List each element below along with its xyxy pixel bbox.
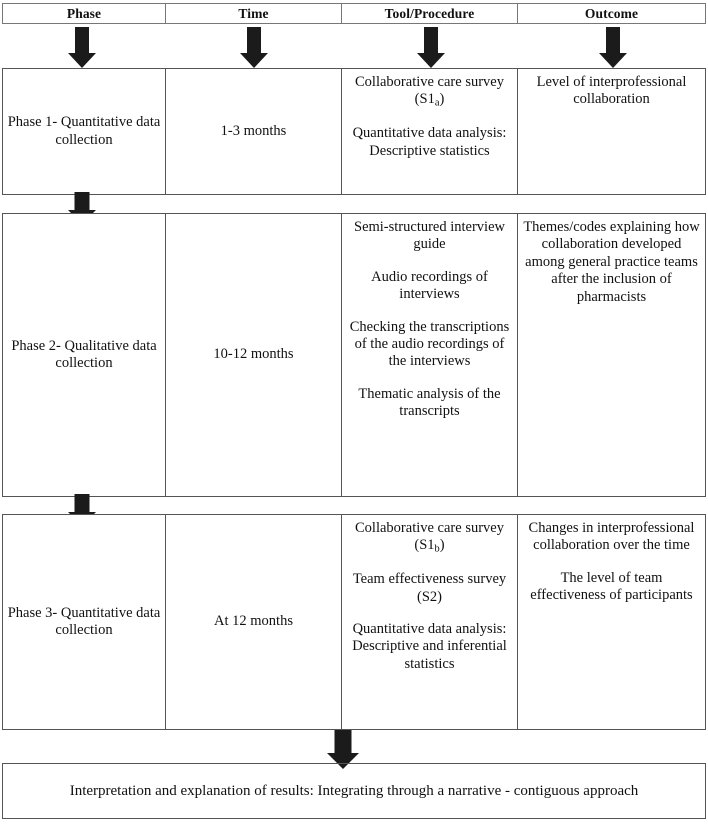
arrow-shaft (74, 494, 90, 512)
phase-3-time: At 12 months (214, 613, 293, 630)
arrow-shaft (75, 27, 89, 53)
phase-3-tool-item-1: Collaborative care survey (S1b) (346, 520, 513, 556)
arrow-shaft (606, 27, 620, 53)
phase-3-tool-item-3: Quantitative data analysis: Descriptive … (352, 620, 507, 672)
phase-1-time: 1-3 months (220, 122, 287, 139)
header-label-phase: Phase (66, 5, 102, 21)
phase-3-name: Phase 3- Quantitative data collection (7, 604, 161, 638)
header-cell-tool-procedure: Tool/Procedure (342, 4, 518, 23)
phase-1-outcome-cell: Level of interprofessional collaboration (518, 69, 705, 194)
phase-2-name-cell: Phase 2- Qualitative data collection (3, 214, 166, 496)
header-label-time: Time (238, 5, 269, 21)
phase-1-tool-item-1: Collaborative care survey (S1a) (346, 74, 513, 110)
phase-1-outcome-item-1: Level of interprofessional collaboration (536, 74, 687, 108)
phase-2-time: 10-12 months (213, 346, 294, 363)
header-label-outcome: Outcome (584, 5, 639, 21)
phase-2-tool-item-1: Semi-structured interview guide (354, 219, 505, 253)
tool-text: Collaborative care survey (S1 (355, 520, 504, 554)
header-cell-phase: Phase (3, 4, 166, 23)
tool-text: Collaborative care survey (S1 (355, 74, 504, 108)
phase-2-tools-cell: Semi-structured interview guide Audio re… (342, 214, 518, 496)
phase-2-tool-item-4: Thematic analysis of the transcripts (358, 385, 501, 420)
tool-subscript: a (434, 97, 440, 109)
phase-1-name: Phase 1- Quantitative data collection (7, 114, 161, 148)
phase-3-tool-item-2: Team effectiveness survey (S2) (352, 571, 507, 605)
phase-3-time-cell: At 12 months (166, 515, 342, 729)
phase-3-name-cell: Phase 3- Quantitative data collection (3, 515, 166, 729)
phase-2-name: Phase 2- Qualitative data collection (11, 337, 157, 371)
phase-1-tools-cell: Collaborative care survey (S1a) Quantita… (342, 69, 518, 194)
tool-subscript: b (434, 543, 440, 555)
phase-row-3: Phase 3- Quantitative data collection At… (2, 514, 706, 730)
phase-2-time-cell: 10-12 months (166, 214, 342, 496)
phase-2-outcome-item-1: Themes/codes explaining how collaboratio… (523, 219, 700, 305)
phase-3-tools-cell: Collaborative care survey (S1b) Team eff… (342, 515, 518, 729)
phase-1-time-cell: 1-3 months (166, 69, 342, 194)
phase-2-tool-item-2: Audio recordings of interviews (371, 268, 488, 303)
arrow-shaft (334, 730, 352, 753)
phase-3-outcome-cell: Changes in interprofessional collaborati… (518, 515, 705, 729)
phase-row-1: Phase 1- Quantitative data collection 1-… (2, 68, 706, 195)
header-cell-outcome: Outcome (518, 4, 705, 23)
arrow-shaft (247, 27, 261, 53)
phase-1-name-cell: Phase 1- Quantitative data collection (3, 69, 166, 194)
header-cell-time: Time (166, 4, 342, 23)
phase-2-outcome-cell: Themes/codes explaining how collaboratio… (518, 214, 705, 496)
phase-row-2: Phase 2- Qualitative data collection 10-… (2, 213, 706, 497)
arrow-shaft (424, 27, 438, 53)
header-row: Phase Time Tool/Procedure Outcome (2, 3, 706, 24)
header-label-tool-procedure: Tool/Procedure (384, 5, 475, 21)
phase-3-outcome-item-2: The level of team effectiveness of parti… (530, 569, 693, 604)
tool-text-end: ) (439, 91, 445, 108)
phase-3-outcome-item-1: Changes in interprofessional collaborati… (528, 520, 695, 554)
arrow-head (417, 53, 445, 68)
arrow-shaft (74, 192, 90, 210)
arrow-head (599, 53, 627, 68)
arrow-head (68, 53, 96, 68)
tool-text-end: ) (439, 537, 445, 554)
conclusion-box: Interpretation and explanation of result… (2, 763, 706, 819)
arrow-head (327, 753, 359, 769)
phase-1-tool-item-2: Quantitative data analysis: Descriptive … (352, 125, 507, 159)
phase-2-tool-item-3: Checking the transcriptions of the audio… (349, 318, 510, 370)
conclusion-text: Interpretation and explanation of result… (69, 782, 639, 799)
arrow-head (240, 53, 268, 68)
